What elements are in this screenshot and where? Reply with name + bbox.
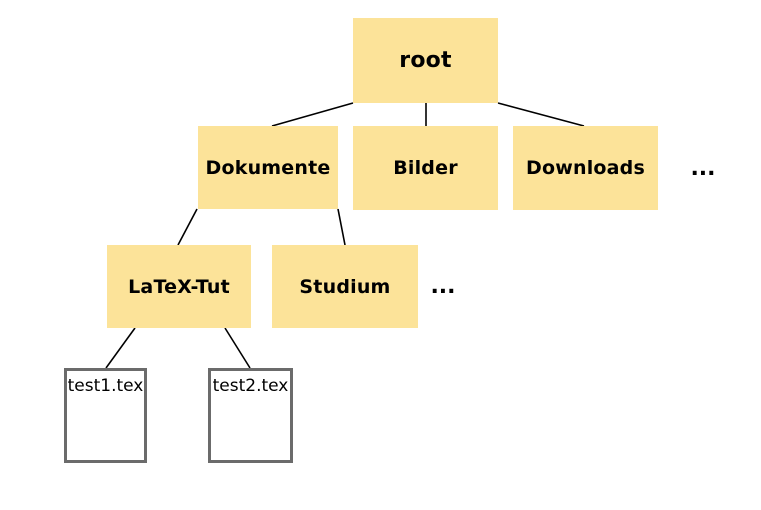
node-root: root (353, 18, 498, 103)
edge-latex-tut-test1 (105, 327, 136, 369)
ellipsis-root-children: ... (690, 155, 716, 181)
edge-root-dokumente (271, 102, 354, 127)
node-test2-tex: test2.tex (208, 368, 293, 463)
ellipsis-dokumente-children: ... (430, 274, 456, 299)
edge-latex-tut-test2 (224, 327, 251, 369)
edge-dokumente-studium (337, 208, 346, 246)
edge-root-downloads (497, 102, 585, 127)
node-dokumente: Dokumente (198, 126, 338, 209)
node-bilder: Bilder (353, 126, 498, 210)
edge-dokumente-latex-tut (177, 208, 198, 246)
node-test1-tex: test1.tex (64, 368, 147, 463)
node-studium: Studium (272, 245, 418, 328)
node-latex-tut: LaTeX-Tut (107, 245, 251, 328)
node-downloads: Downloads (513, 126, 658, 210)
